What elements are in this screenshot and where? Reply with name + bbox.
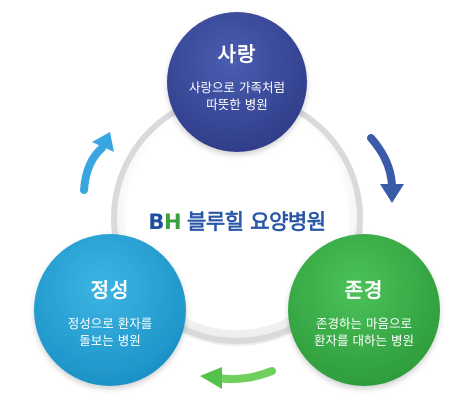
arrow-top-to-right [367, 134, 404, 203]
right-node-circle [288, 234, 440, 386]
node-respect-desc-line2: 환자를 대하는 병원 [314, 333, 414, 348]
arrow-right-to-left [200, 367, 276, 389]
left-node-circle [34, 234, 186, 386]
node-love-label: 사랑 [217, 42, 257, 66]
node-sincerity: 정성 정성으로 환자를 돌보는 병원 [40, 274, 180, 349]
node-respect-label: 존경 [344, 278, 384, 302]
arrow-left-to-top [80, 132, 114, 194]
node-love-desc-line1: 사랑으로 가족처럼 [189, 80, 285, 95]
top-node-circle [167, 12, 307, 152]
node-sincerity-label: 정성 [90, 278, 130, 302]
node-respect-desc-line1: 존경하는 마음으로 [316, 316, 412, 331]
hospital-name-text: 블루힐 요양병원 [187, 210, 326, 234]
brand-letter-b: B [148, 210, 164, 234]
node-sincerity-desc-line2: 돌보는 병원 [79, 333, 141, 348]
node-love-desc-line2: 따뜻한 병원 [206, 97, 268, 112]
brand-letter-h: H [163, 210, 182, 234]
node-respect: 존경 존경하는 마음으로 환자를 대하는 병원 [294, 274, 434, 349]
node-sincerity-desc-line1: 정성으로 환자를 [67, 316, 153, 331]
node-love: 사랑 사랑으로 가족처럼 따뜻한 병원 [167, 38, 307, 113]
